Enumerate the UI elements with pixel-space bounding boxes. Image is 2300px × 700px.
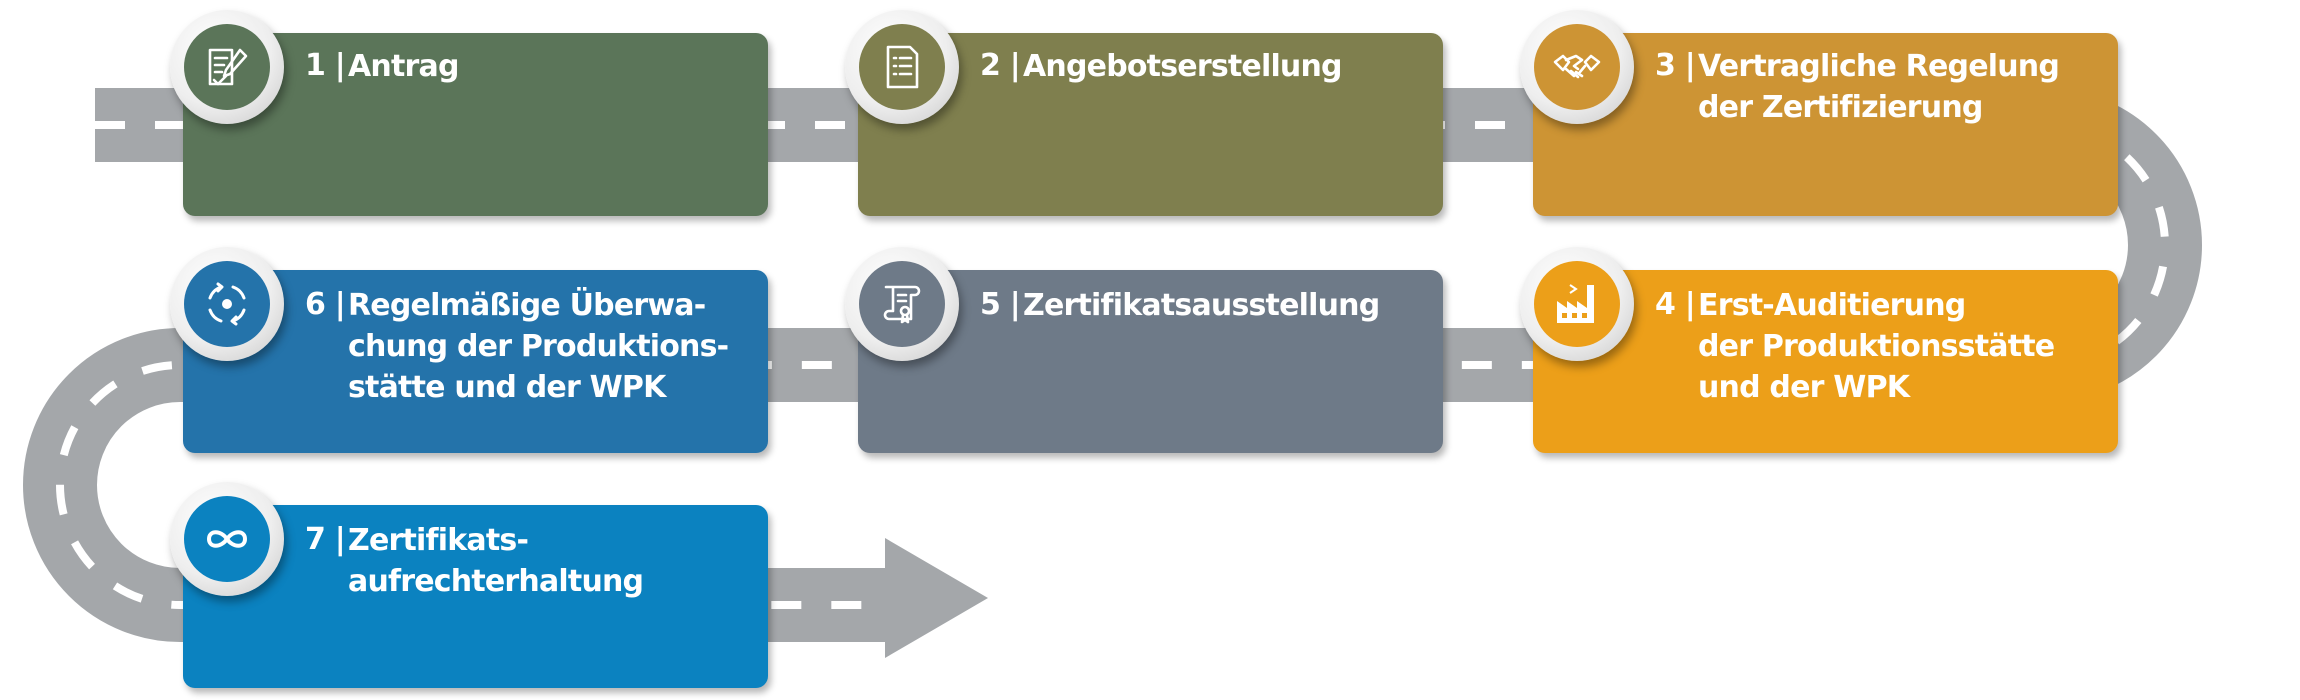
step-7-number: 7 |	[305, 522, 346, 557]
step-4-label: Erst-Auditierung der Produktionsstätte u…	[1698, 288, 2055, 405]
step-2-label: Angebotserstellung	[1023, 49, 1343, 84]
step-2-number: 2 |	[980, 48, 1021, 83]
step-6-badge	[170, 247, 284, 361]
step-2-badge	[845, 10, 959, 124]
step-6-label: Regelmäßige Überwa- chung der Produktion…	[348, 288, 729, 405]
step-5-number: 5 |	[980, 287, 1021, 322]
step-1-label: Antrag	[348, 49, 459, 84]
step-4-badge	[1520, 247, 1634, 361]
step-3-badge	[1520, 10, 1634, 124]
factory-icon	[1557, 284, 1594, 323]
step-4-number: 4 |	[1655, 287, 1696, 322]
document-list-icon	[886, 45, 919, 89]
step-5-badge	[845, 247, 959, 361]
step-7-badge	[170, 482, 284, 596]
step-5-label: Zertifikatsausstellung	[1023, 288, 1380, 323]
step-1-badge	[170, 10, 284, 124]
handshake-icon	[1553, 54, 1601, 79]
road-arrow-head	[885, 538, 988, 658]
step-3-number: 3 |	[1655, 48, 1696, 83]
step-3-label: Vertragliche Regelung der Zertifizierung	[1698, 49, 2060, 125]
step-6-number: 6 |	[305, 287, 346, 322]
cycle-arrows-icon	[208, 282, 246, 326]
step-7-label: Zertifikats- aufrechterhaltung	[348, 523, 644, 599]
application-form-icon	[208, 48, 248, 86]
infinity-loop-icon	[206, 530, 248, 548]
step-1-number: 1 |	[305, 48, 346, 83]
certificate-scroll-icon	[883, 285, 921, 324]
